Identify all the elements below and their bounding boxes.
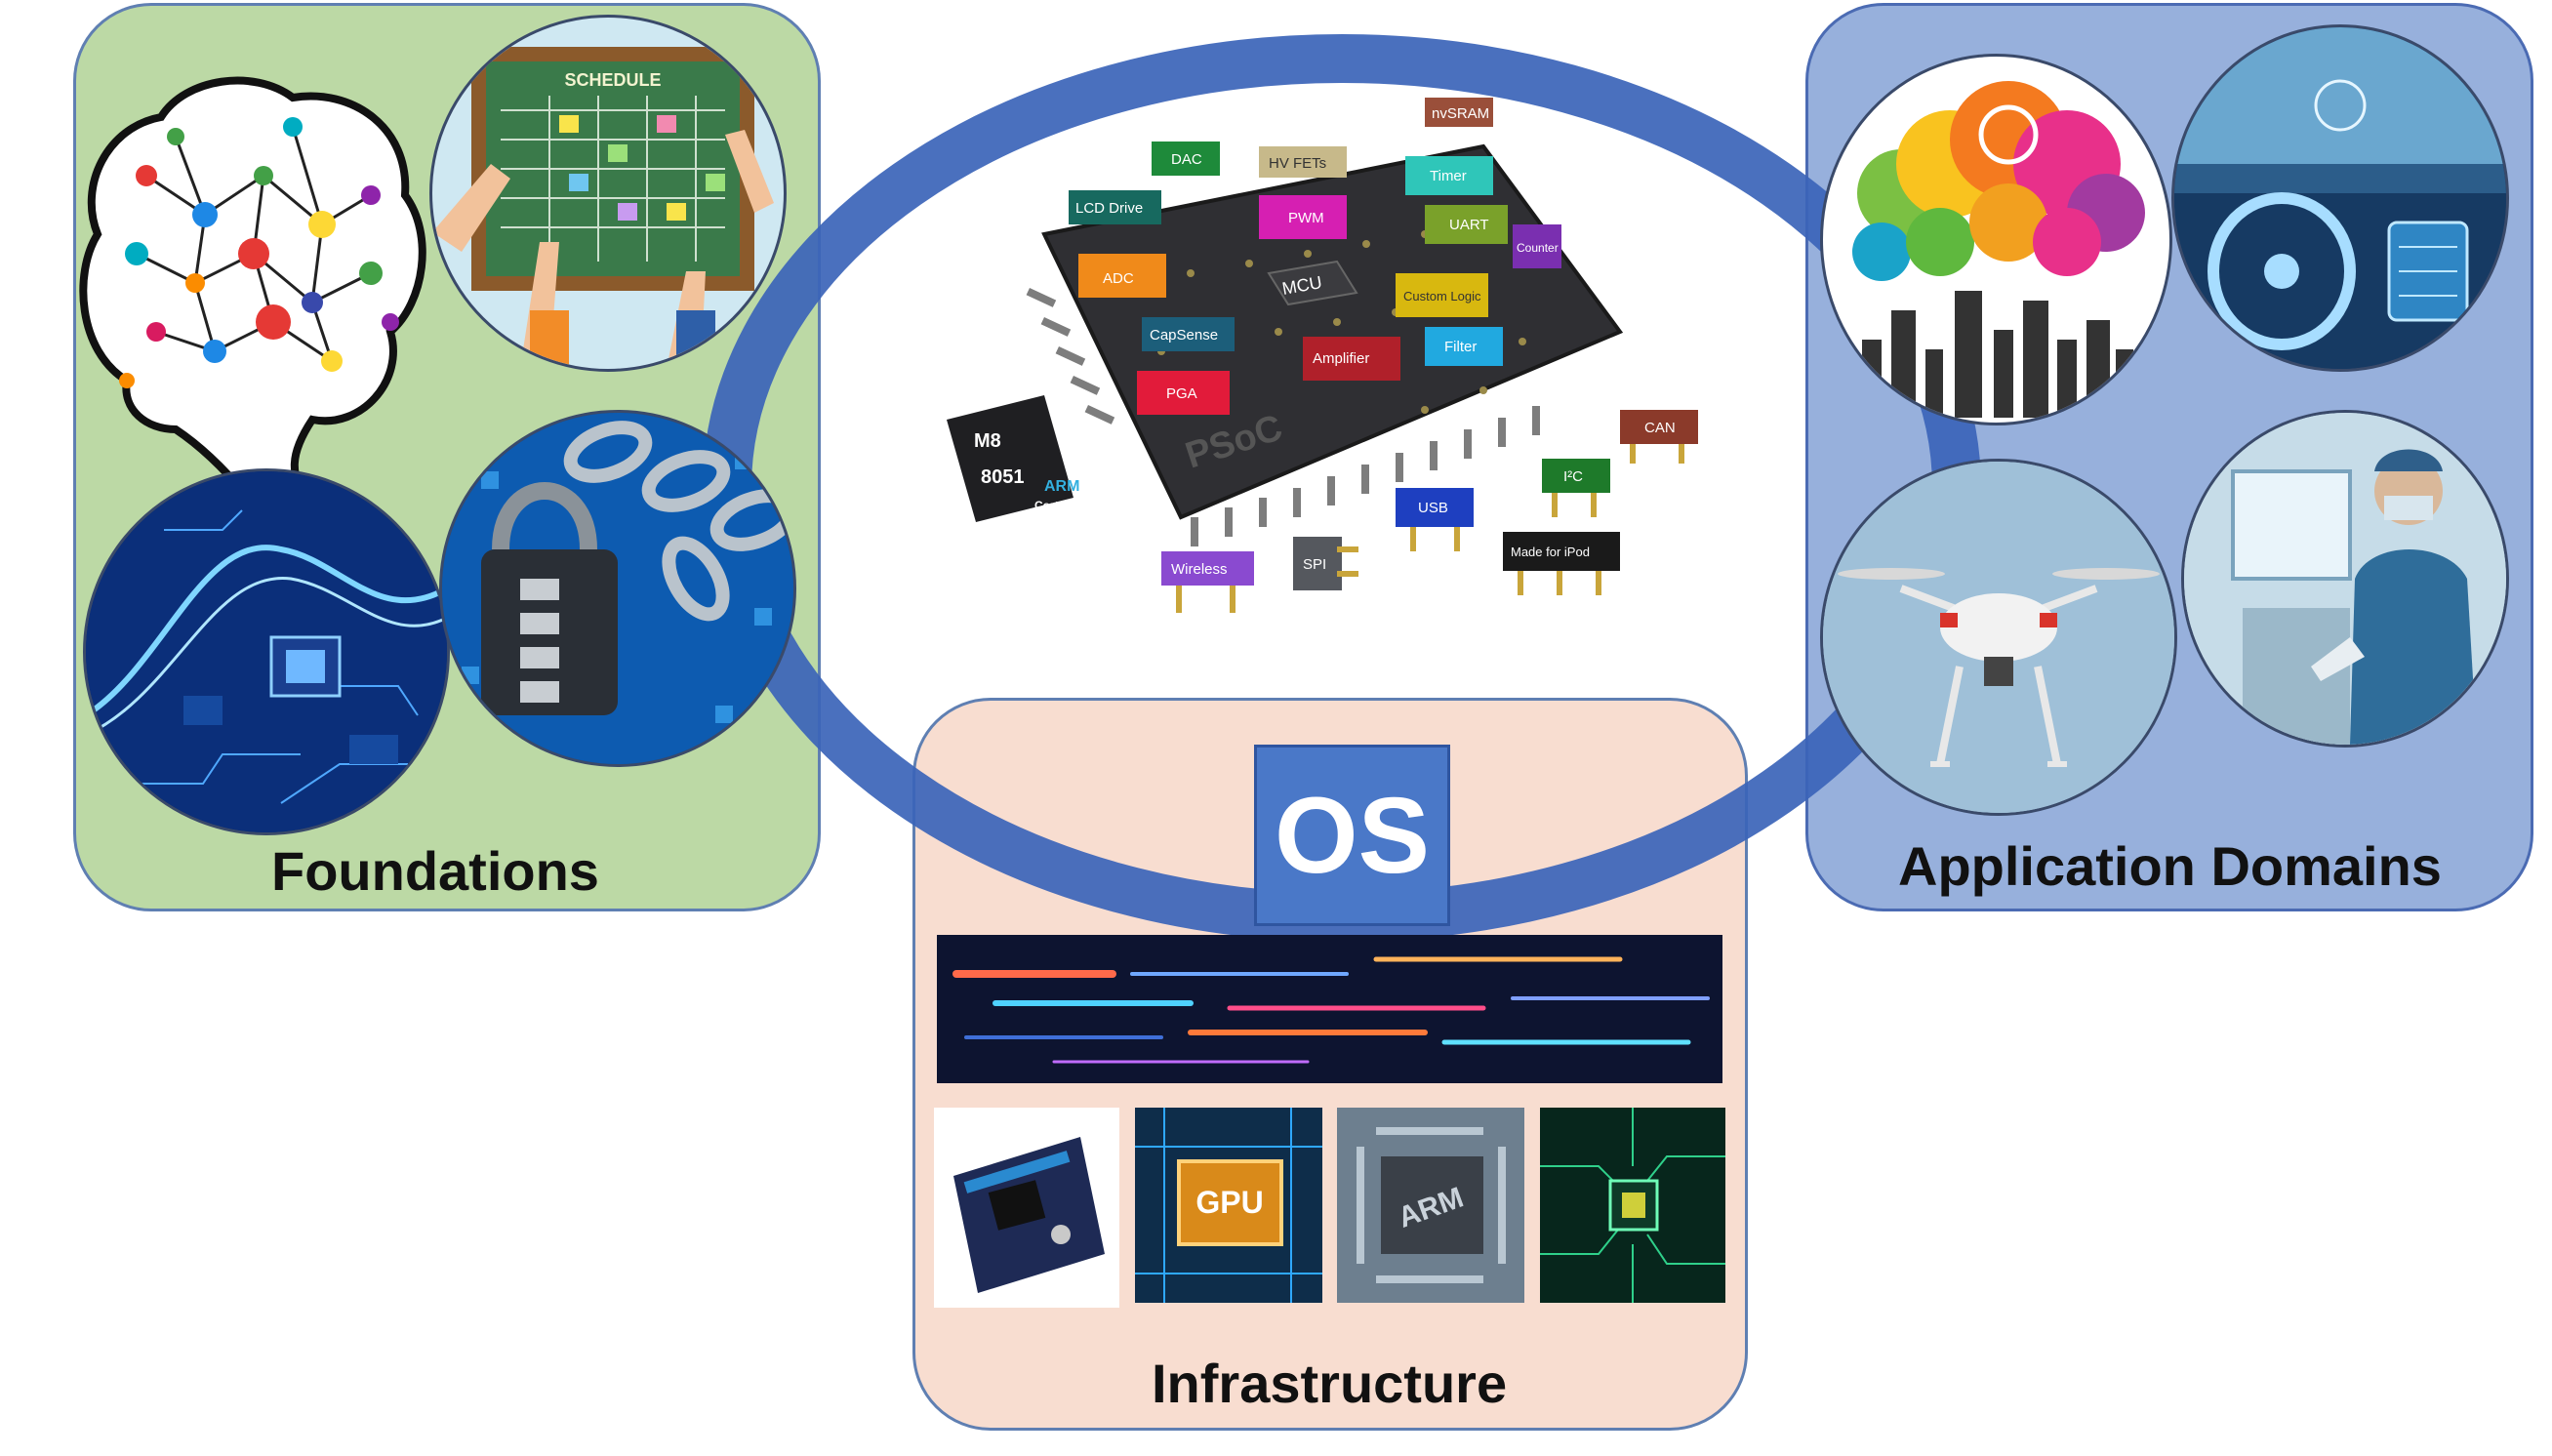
psoc-chip-image: PSoC MCU nvSRAM DAC HV FETs Timer LCD Dr…	[947, 98, 1698, 613]
block-hvfets: HV FETs	[1259, 146, 1347, 178]
svg-text:PGA: PGA	[1166, 385, 1197, 402]
smart-city-image	[1820, 54, 2172, 425]
block-amplifier: Amplifier	[1303, 337, 1400, 381]
svg-text:PWM: PWM	[1288, 210, 1324, 226]
svg-text:Amplifier: Amplifier	[1313, 350, 1369, 367]
block-timer: Timer	[1405, 156, 1493, 195]
svg-text:Cortex™-M3: Cortex™-M3	[1034, 499, 1104, 512]
block-uart: UART	[1425, 205, 1508, 244]
svg-text:I²C: I²C	[1563, 468, 1583, 485]
autonomous-car-image	[2171, 24, 2509, 372]
block-lcd: LCD Drive	[1069, 190, 1161, 224]
drone-image	[1820, 459, 2177, 816]
pin-can: CAN	[1620, 410, 1698, 464]
svg-text:HV FETs: HV FETs	[1269, 155, 1326, 172]
block-nvsram: nvSRAM	[1425, 98, 1493, 127]
svg-text:ARM: ARM	[1044, 478, 1079, 495]
svg-text:LCD Drive: LCD Drive	[1075, 200, 1143, 217]
block-counter: Counter	[1513, 224, 1561, 268]
schedule-title: SCHEDULE	[564, 70, 661, 90]
arm-processor-image: ARM	[1337, 1108, 1524, 1303]
gpu-chip-image: GPU	[1135, 1108, 1322, 1303]
pin-usb: USB	[1396, 488, 1474, 551]
data-streams-image	[937, 935, 1722, 1083]
block-dac: DAC	[1152, 142, 1220, 176]
svg-text:Made for iPod: Made for iPod	[1511, 545, 1590, 559]
svg-text:ADC: ADC	[1103, 270, 1134, 287]
brain-network-image	[79, 76, 426, 517]
svg-text:CapSense: CapSense	[1150, 327, 1218, 344]
svg-text:UART: UART	[1449, 217, 1489, 233]
schedule-board-image: SCHEDULE	[429, 15, 787, 372]
arduino-board-image	[934, 1108, 1119, 1308]
svg-text:Filter: Filter	[1444, 339, 1477, 355]
block-filter: Filter	[1425, 327, 1503, 366]
circuit-board-image	[83, 468, 450, 835]
medical-technology-image	[2181, 410, 2509, 748]
pin-spi: SPI	[1293, 537, 1358, 590]
foundations-label: Foundations	[271, 840, 599, 902]
svg-text:nvSRAM: nvSRAM	[1432, 105, 1489, 122]
security-lock-image	[439, 410, 796, 767]
svg-text:M8: M8	[974, 430, 1001, 452]
gpu-label: GPU	[1195, 1185, 1263, 1220]
svg-text:Timer: Timer	[1430, 168, 1467, 184]
svg-text:Wireless: Wireless	[1171, 561, 1228, 578]
svg-text:8051: 8051	[981, 466, 1025, 488]
svg-text:Custom Logic: Custom Logic	[1403, 289, 1481, 303]
block-pga: PGA	[1137, 371, 1230, 415]
block-adc: ADC	[1078, 254, 1166, 298]
svg-text:CAN: CAN	[1644, 420, 1676, 436]
svg-text:USB: USB	[1418, 500, 1448, 516]
green-circuit-image	[1540, 1108, 1725, 1303]
application-domains-label: Application Domains	[1898, 835, 2442, 897]
pin-ipod: Made for iPod	[1503, 532, 1620, 595]
pin-wireless: Wireless	[1161, 551, 1254, 613]
svg-text:SPI: SPI	[1303, 556, 1326, 573]
block-pwm: PWM	[1259, 195, 1347, 239]
block-capsense: CapSense	[1142, 317, 1235, 351]
svg-text:DAC: DAC	[1171, 151, 1202, 168]
pin-i2c: I²C	[1542, 459, 1610, 517]
svg-text:Counter: Counter	[1517, 241, 1559, 255]
block-customlogic: Custom Logic	[1396, 273, 1488, 317]
os-box: OS	[1254, 745, 1450, 926]
infrastructure-label: Infrastructure	[1152, 1353, 1508, 1414]
